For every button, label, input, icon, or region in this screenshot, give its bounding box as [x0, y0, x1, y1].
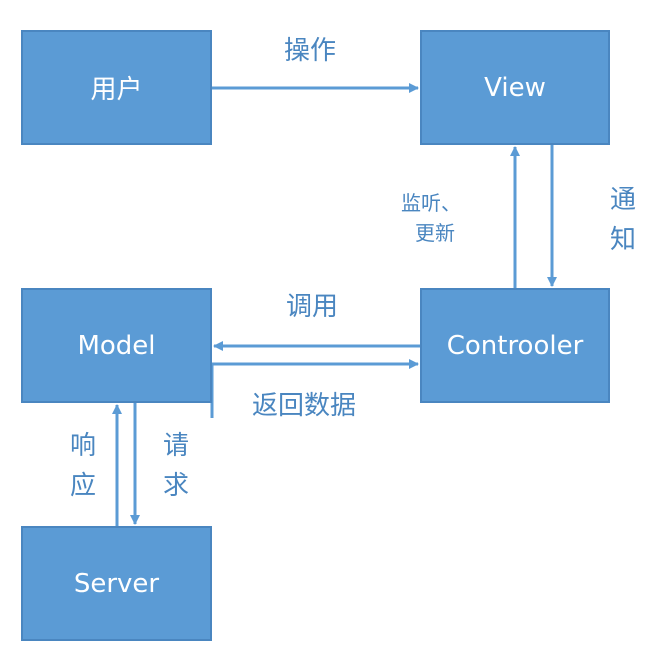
edge-label-request-line2: 求 [163, 471, 190, 501]
node-model-label: Model [77, 330, 156, 361]
edge-label-listen-update: 监听、 更新 [401, 193, 461, 243]
node-server-label: Server [73, 568, 160, 599]
edge-label-notify: 通 知 [610, 180, 636, 260]
node-controller: Controoler [420, 288, 610, 403]
node-user: 用户 [21, 30, 212, 145]
edge-label-listen-line2: 更新 [415, 221, 455, 245]
edge-label-return-data: 返回数据 [252, 391, 357, 421]
node-view: View [420, 30, 610, 145]
edge-label-operate: 操作 [284, 36, 337, 66]
node-model: Model [21, 288, 212, 403]
edge-label-response-line1: 响 [70, 431, 97, 461]
edge-label-call: 调用 [286, 292, 339, 322]
node-controller-label: Controoler [446, 330, 584, 361]
node-server: Server [21, 526, 212, 641]
edge-label-listen-line1: 监听、 [401, 191, 461, 215]
edge-label-response-line2: 应 [70, 471, 97, 501]
node-user-label: 用户 [90, 75, 143, 105]
edge-label-request-line1: 请 [163, 431, 190, 461]
node-view-label: View [484, 72, 546, 103]
edge-label-notify-line1: 通 [610, 185, 637, 215]
edge-label-request: 请 求 [163, 426, 189, 506]
edge-label-response: 响 应 [70, 426, 96, 506]
edge-label-notify-line2: 知 [610, 225, 637, 255]
